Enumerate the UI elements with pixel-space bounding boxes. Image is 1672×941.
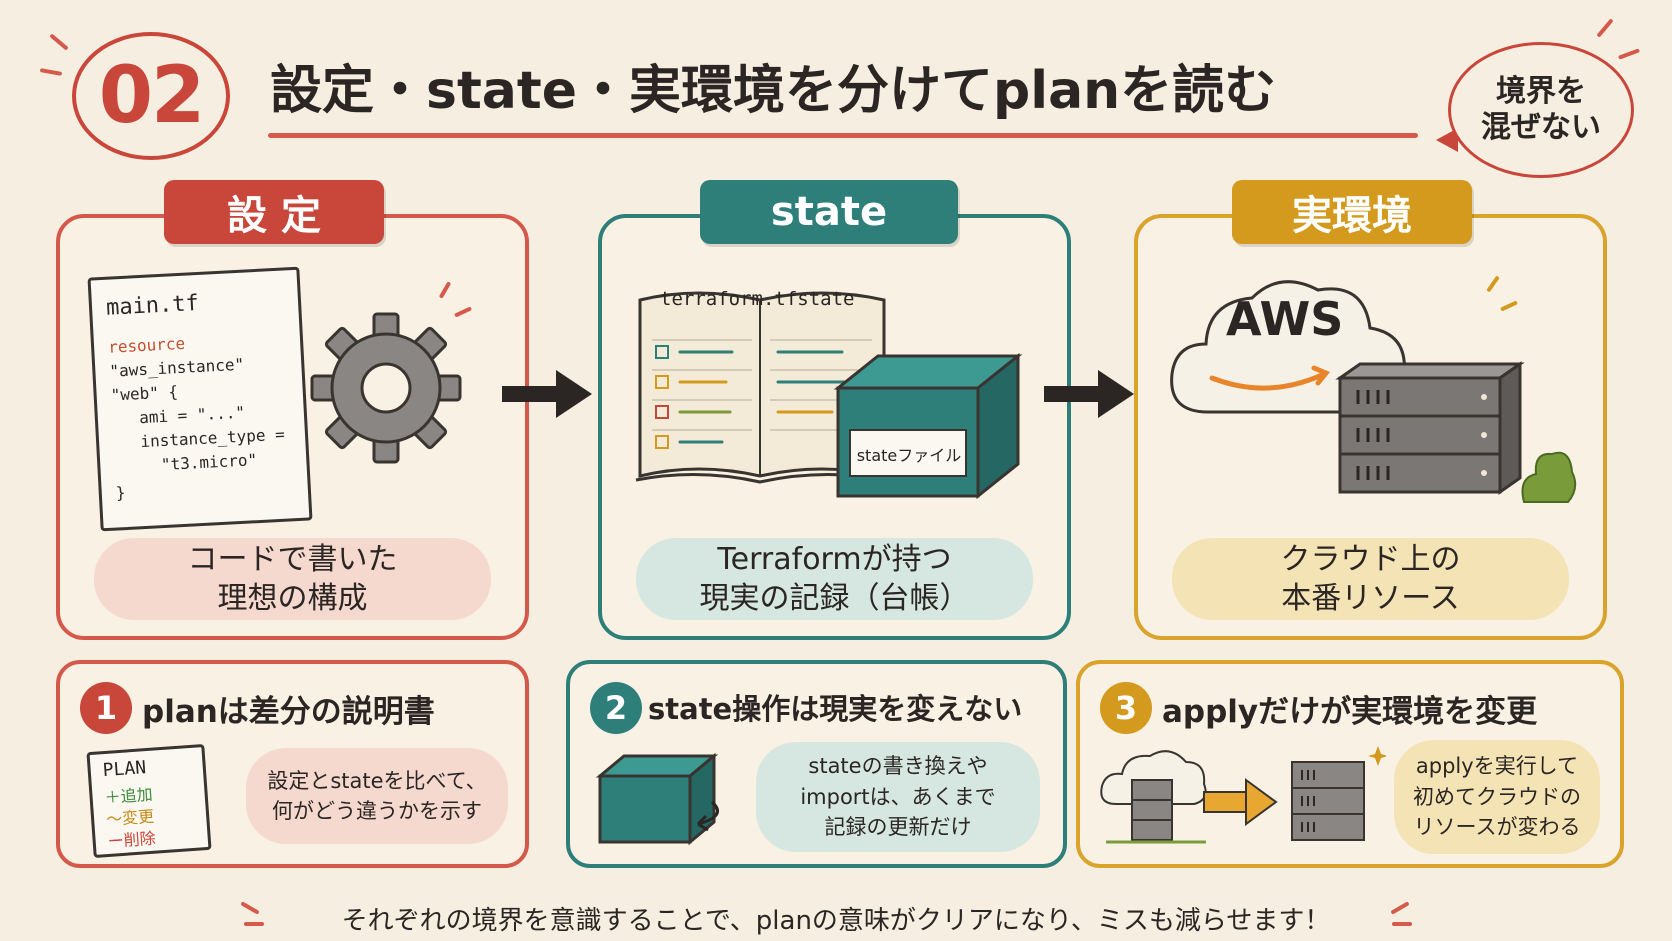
card-number-badge: 1 bbox=[80, 682, 132, 734]
aws-logo-text: AWS bbox=[1226, 292, 1344, 346]
live-env-panel: AWS クラウド上の 本番リソース bbox=[1134, 214, 1607, 640]
code-line: ami = "..." bbox=[119, 402, 246, 429]
sparkle-mark bbox=[39, 68, 63, 76]
arrow-right-icon bbox=[502, 370, 592, 418]
sparkle-mark bbox=[1392, 922, 1412, 926]
sparkle-mark bbox=[1596, 18, 1614, 38]
state-op-card: 2 state操作は現実を変えない stateの書き換えや importは、あく… bbox=[566, 660, 1067, 868]
card-number-badge: 2 bbox=[590, 682, 642, 734]
card-title: applyだけが実環境を変更 bbox=[1162, 694, 1538, 730]
config-caption-line-1: コードで書いた bbox=[187, 542, 398, 577]
state-file-title: terraform.tfstate bbox=[660, 288, 855, 310]
state-label-text: state bbox=[770, 189, 888, 235]
title-underline bbox=[268, 133, 1418, 138]
sparkle-mark bbox=[1617, 48, 1641, 60]
sparkle-mark bbox=[244, 922, 264, 926]
plan-document: PLAN ＋追加 ～変更 ー削除 bbox=[86, 744, 212, 858]
apply-card-text-2: 初めてクラウドの bbox=[1413, 784, 1581, 809]
plan-card-text-2: 何がどう違うかを示す bbox=[272, 799, 482, 823]
code-line: instance_type = bbox=[120, 424, 286, 453]
live-env-label-text: 実環境 bbox=[1292, 193, 1412, 239]
apply-card-bubble: applyを実行して 初めてクラウドの リソースが変わる bbox=[1394, 740, 1600, 854]
apply-card-text-1: applyを実行して bbox=[1415, 754, 1579, 779]
card-title: state操作は現実を変えない bbox=[648, 692, 1023, 726]
code-document: main.tf resource "aws_instance" "web" { … bbox=[87, 266, 313, 532]
plan-card-bubble: 設定とstateを比べて、 何がどう違うかを示す bbox=[246, 748, 508, 844]
speech-bubble-tail bbox=[1436, 128, 1458, 152]
arrow-right-icon bbox=[1044, 370, 1134, 418]
sparkle-mark bbox=[1486, 275, 1500, 293]
config-label-text: 設 定 bbox=[227, 193, 321, 239]
code-line: resource bbox=[107, 333, 186, 357]
config-label: 設 定 bbox=[164, 180, 384, 244]
state-label: state bbox=[700, 180, 958, 244]
apply-card: 3 applyだけが実環境を変更 applyを実行して 初めてクラウドの リソー… bbox=[1076, 660, 1624, 868]
live-env-label: 実環境 bbox=[1232, 180, 1472, 244]
bubble-line-2: 混ぜない bbox=[1481, 110, 1601, 145]
state-panel: terraform.tfstate stateファイル Terraformが持つ… bbox=[598, 214, 1071, 640]
apply-illustration bbox=[1100, 746, 1386, 844]
sparkle-mark bbox=[1499, 300, 1519, 312]
state-op-card-text-3: 記録の更新だけ bbox=[824, 815, 972, 840]
card-title: planは差分の説明書 bbox=[142, 694, 435, 730]
state-op-card-bubble: stateの書き換えや importは、あくまで 記録の更新だけ bbox=[756, 742, 1040, 852]
state-caption-line-2: 現実の記録（台帳） bbox=[699, 581, 970, 616]
live-env-caption-line-2: 本番リソース bbox=[1281, 581, 1460, 616]
code-line: "aws_instance" bbox=[108, 354, 245, 381]
footer-message: それぞれの境界を意識することで、planの意味がクリアになり、ミスも減らせます！ bbox=[341, 906, 1331, 936]
card-number: 3 bbox=[1114, 689, 1138, 727]
card-number-badge: 3 bbox=[1100, 682, 1152, 734]
plan-doc-title: PLAN bbox=[102, 757, 147, 782]
code-line: } bbox=[115, 483, 126, 503]
card-number: 1 bbox=[94, 689, 118, 727]
code-line: "t3.micro" bbox=[121, 450, 258, 477]
bubble-line-1: 境界を bbox=[1496, 74, 1586, 109]
speech-bubble: 境界を 混ぜない bbox=[1448, 42, 1634, 178]
section-number: 02 bbox=[98, 51, 206, 141]
code-line: "web" { bbox=[110, 382, 179, 405]
plan-card-text-1: 設定とstateを比べて、 bbox=[267, 768, 487, 793]
state-op-card-text-2: importは、あくまで bbox=[800, 784, 996, 809]
config-caption: コードで書いた 理想の構成 bbox=[94, 538, 491, 620]
plan-card: 1 planは差分の説明書 PLAN ＋追加 ～変更 ー削除 設定とstateを… bbox=[56, 660, 529, 868]
config-caption-line-2: 理想の構成 bbox=[217, 581, 368, 616]
state-op-card-text-1: stateの書き換えや bbox=[808, 754, 988, 779]
live-env-caption-line-1: クラウド上の bbox=[1280, 542, 1461, 577]
gear-icon bbox=[310, 312, 462, 464]
state-box-icon bbox=[595, 752, 720, 846]
apply-card-text-3: リソースが変わる bbox=[1413, 815, 1581, 840]
state-box-label: stateファイル bbox=[856, 446, 962, 465]
code-filename: main.tf bbox=[105, 290, 200, 321]
section-number-badge: 02 bbox=[72, 32, 230, 160]
card-number: 2 bbox=[604, 689, 628, 727]
plan-delete-item: ー削除 bbox=[107, 828, 157, 851]
sparkle-mark bbox=[49, 33, 69, 51]
state-caption-line-1: Terraformが持つ bbox=[717, 542, 952, 577]
page-title: 設定・state・実環境を分けてplanを読む bbox=[270, 61, 1277, 121]
config-panel: main.tf resource "aws_instance" "web" { … bbox=[56, 214, 529, 640]
bush-icon bbox=[1521, 451, 1577, 503]
live-env-caption: クラウド上の 本番リソース bbox=[1172, 538, 1569, 620]
state-box-icon bbox=[833, 352, 1023, 500]
server-rack-icon bbox=[1335, 361, 1525, 495]
sparkle-mark bbox=[438, 281, 452, 299]
state-caption: Terraformが持つ 現実の記録（台帳） bbox=[636, 538, 1033, 620]
